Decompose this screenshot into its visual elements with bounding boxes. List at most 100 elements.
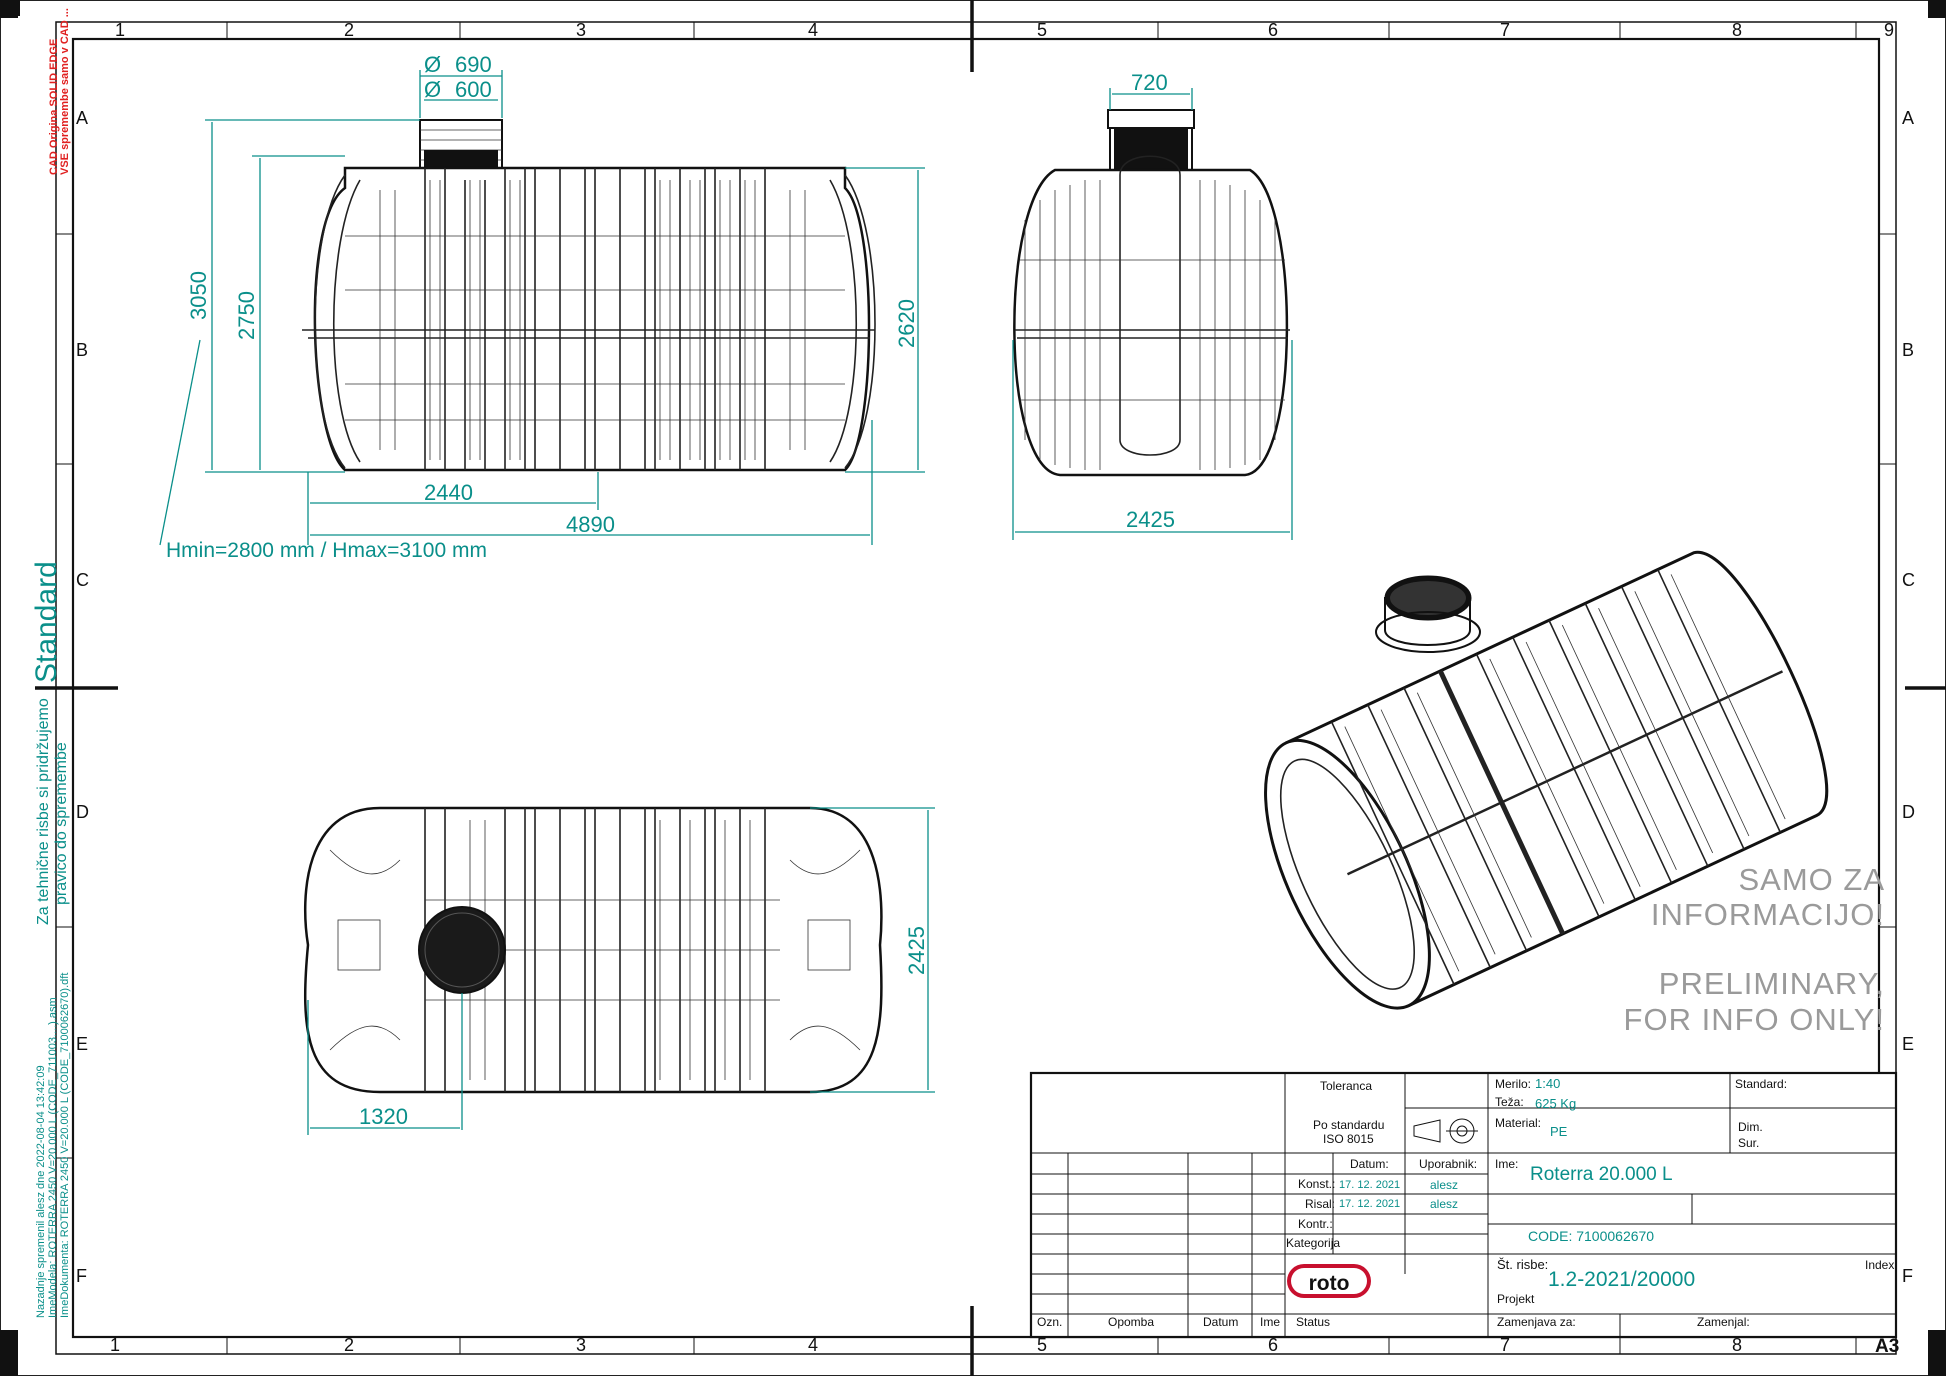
dim-2440: 2440: [424, 480, 473, 505]
konst-label: Konst.:: [1298, 1177, 1335, 1191]
grid-col-3: 3: [576, 20, 586, 40]
front-view-dimensions: 720 2425: [1012, 70, 1293, 540]
projection-symbol: [1413, 1118, 1478, 1144]
konst-user: alesz: [1430, 1178, 1458, 1192]
dim-2425-top: 2425: [904, 926, 929, 975]
zamenjal-label: Zamenjal:: [1697, 1315, 1750, 1329]
grid-col-2: 2: [344, 20, 354, 40]
grid-col-4: 4: [808, 1335, 818, 1355]
height-range-note: Hmin=2800 mm / Hmax=3100 mm: [166, 539, 487, 562]
grid-col-5: 5: [1037, 20, 1047, 40]
grid-col-9: 9: [1884, 20, 1894, 40]
uporabnik-label: Uporabnik:: [1419, 1157, 1477, 1171]
grid-col-8: 8: [1732, 1335, 1742, 1355]
risal-label: Risal:: [1305, 1197, 1335, 1211]
dim-2750: 2750: [234, 291, 259, 340]
isometric-shaft: [1375, 575, 1481, 653]
front-body: [1013, 168, 1289, 477]
dim-1320: 1320: [359, 1104, 408, 1129]
grid-col-8: 8: [1732, 20, 1742, 40]
grid-row-e: E: [1902, 1034, 1914, 1054]
sheet-format: A3: [1875, 1336, 1899, 1357]
teza-label: Teža:: [1495, 1095, 1524, 1109]
grid-row-e: E: [76, 1034, 88, 1054]
cad-note-1: CAD Origina SOLID EDGE: [48, 39, 60, 175]
grid-row-b: B: [76, 340, 88, 360]
sur-label: Sur.: [1738, 1136, 1759, 1150]
grid-col-1: 1: [115, 20, 125, 40]
status-label: Status: [1296, 1315, 1330, 1329]
datum-label: Datum:: [1350, 1157, 1389, 1171]
diameter-symbol-690: Ø: [424, 52, 441, 77]
title-block: roto Toleranca Po standardu ISO 8015 Mer…: [1029, 1071, 1898, 1339]
konst-date: 17. 12. 2021: [1339, 1179, 1400, 1191]
cad-note-2: VSE spremembe samo v CAD ...: [59, 8, 71, 175]
dim-4890: 4890: [566, 512, 615, 537]
ime-column-label: Ime: [1260, 1315, 1280, 1329]
grid-column-labels-top: 1 2 3 4 5 6 7 8 9: [115, 20, 1894, 40]
ozn-label: Ozn.: [1037, 1315, 1062, 1329]
merilo-label: Merilo:: [1495, 1077, 1531, 1091]
dim-label: Dim.: [1738, 1120, 1763, 1134]
grid-column-labels-bottom: 1 2 3 4 5 6 7 8 A3: [110, 1335, 1899, 1357]
material-label: Material:: [1495, 1116, 1541, 1130]
dim-3050: 3050: [186, 271, 211, 320]
side-view-dimensions: Ø 690 Ø 600 3050 2750 2620 2440 4890 Hmi…: [159, 52, 925, 562]
tank-isometric-view: [1264, 551, 1829, 1010]
material-value: PE: [1550, 1124, 1568, 1139]
standard-label: Standard: [30, 561, 63, 683]
dim-600: 600: [455, 77, 492, 102]
teza-value: 625 Kg: [1535, 1096, 1576, 1111]
index-label: Index: [1865, 1258, 1894, 1272]
diameter-symbol-600: Ø: [424, 77, 441, 102]
grid-row-a: A: [1902, 108, 1914, 128]
preliminary-watermark: SAMO ZA INFORMACIJO! PRELIMINARY, FOR IN…: [1624, 862, 1885, 1037]
opomba-label: Opomba: [1108, 1315, 1154, 1329]
grid-col-3: 3: [576, 1335, 586, 1355]
zamenjava-label: Zamenjava za:: [1497, 1315, 1576, 1329]
watermark-line-3: PRELIMINARY,: [1659, 966, 1885, 1001]
grid-row-f: F: [76, 1266, 87, 1286]
grid-col-6: 6: [1268, 20, 1278, 40]
st-risbe-label: Št. risbe:: [1497, 1257, 1548, 1272]
iso-standard: ISO 8015: [1323, 1132, 1374, 1146]
kategorija-label: Kategorija: [1286, 1236, 1340, 1250]
file-note-2: ImeModela: ROTERRA 2450 V=20.000 L (CODE…: [47, 997, 59, 1318]
ime-label: Ime:: [1495, 1157, 1518, 1171]
tank-front-view: [1013, 109, 1290, 477]
po-standardu: Po standardu: [1313, 1118, 1384, 1132]
dim-720: 720: [1131, 70, 1168, 95]
roto-logo: roto: [1287, 1264, 1371, 1298]
grid-row-c: C: [1902, 570, 1915, 590]
dim-2620: 2620: [894, 299, 919, 348]
grid-col-1: 1: [110, 1335, 120, 1355]
grid-row-d: D: [76, 802, 89, 822]
merilo-value: 1:40: [1535, 1076, 1560, 1091]
file-note-1: Nazadnje spremenil alesz dne 2022-08-04 …: [35, 1065, 47, 1318]
grid-row-labels-left: A B C D E F: [76, 108, 89, 1286]
grid-row-d: D: [1902, 802, 1915, 822]
toleranca-label: Toleranca: [1320, 1079, 1372, 1093]
watermark-line-1: SAMO ZA: [1738, 862, 1885, 897]
tank-side-view: [302, 119, 876, 472]
ime-value: Roterra 20.000 L: [1530, 1164, 1673, 1185]
file-note-3: ImeDokumenta: ROTERRA 2450 V=20.000 L (C…: [59, 973, 71, 1318]
grid-row-c: C: [76, 570, 89, 590]
grid-row-a: A: [76, 108, 88, 128]
side-body: [313, 166, 871, 472]
grid-col-4: 4: [808, 20, 818, 40]
standard-field-label: Standard:: [1735, 1077, 1787, 1091]
projekt-label: Projekt: [1497, 1292, 1535, 1306]
rights-note-1: Za tehnične risbe si pridržujemo: [35, 698, 52, 925]
risal-user: alesz: [1430, 1197, 1458, 1211]
tank-top-view: [303, 806, 883, 1130]
logo-text: roto: [1309, 1272, 1350, 1295]
grid-row-b: B: [1902, 340, 1914, 360]
top-view-dimensions: 2425 1320: [307, 807, 935, 1135]
top-shaft-lid: [418, 906, 506, 994]
watermark-line-4: FOR INFO ONLY!: [1624, 1002, 1885, 1037]
kontr-label: Kontr.:: [1298, 1217, 1333, 1231]
grid-col-6: 6: [1268, 1335, 1278, 1355]
watermark-line-2: INFORMACIJO!: [1651, 897, 1885, 932]
